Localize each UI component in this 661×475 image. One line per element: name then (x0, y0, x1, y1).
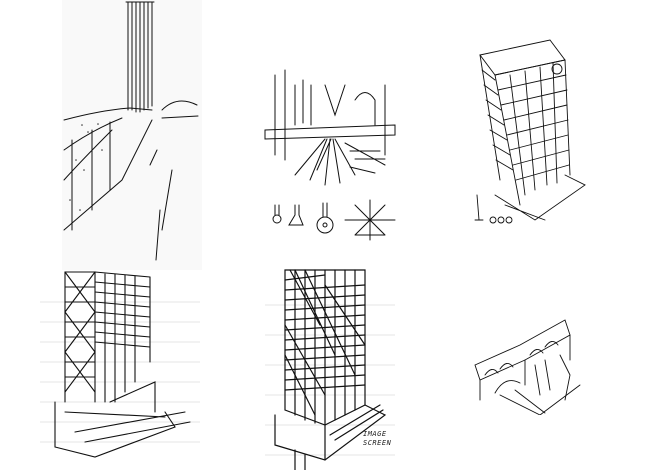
handwritten-annotation: IMAGE SCREEN (363, 430, 391, 448)
sketch-gridded-tower (465, 35, 595, 235)
gridded-tower-drawing (474, 39, 586, 224)
sketch-arcaded-building (470, 305, 600, 415)
cross-braced-tower-drawing (40, 271, 200, 458)
sketch-cross-braced-tower (35, 262, 205, 462)
sketch-interior-hanging-structure (255, 55, 405, 245)
sketch-hatched-tower (265, 265, 395, 470)
arcaded-building-drawing (474, 319, 581, 415)
interior-drawing (264, 69, 396, 241)
hatched-tower-drawing (265, 269, 395, 470)
annotation-line-1: IMAGE (363, 430, 387, 438)
sketch-tower-street-perspective (62, 0, 202, 270)
tower-street-drawing (62, 0, 202, 270)
annotation-line-2: SCREEN (363, 439, 392, 447)
